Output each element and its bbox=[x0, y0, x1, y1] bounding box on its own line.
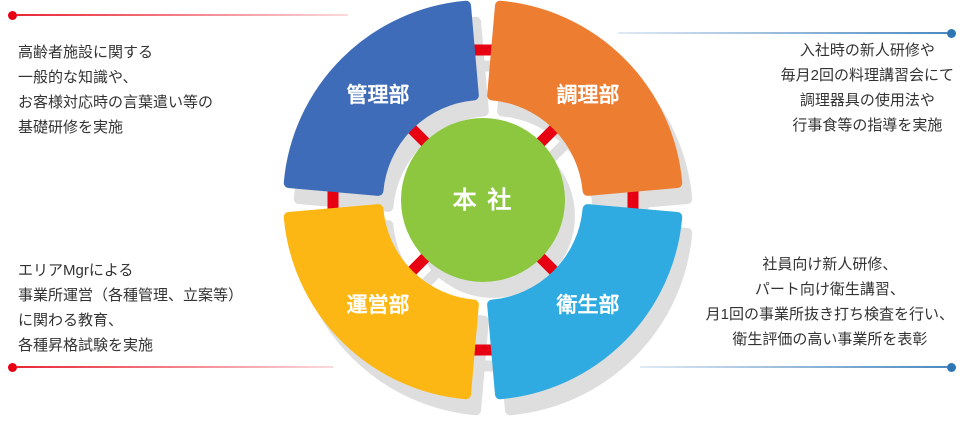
note-bottom-right: 社員向け新人研修、 パート向け衛生講習、 月1回の事業所抜き打ち検査を行い、 衛… bbox=[705, 256, 954, 348]
guide-line-top-left bbox=[17, 14, 348, 16]
guide-top-right bbox=[618, 28, 956, 38]
org-ring-diagram: 本 社 管理部 調理部 運営部 衛生部 bbox=[283, 0, 683, 400]
dept-label-uneibu: 運営部 bbox=[347, 293, 410, 317]
note-top-left: 高齢者施設に関する 一般的な知識や、 お客様対応時の言葉遣い等の 基礎研修を実施 bbox=[18, 44, 214, 136]
guide-line-top-right bbox=[618, 32, 947, 34]
quadrant-bottom-right bbox=[487, 204, 683, 400]
quadrant-top-left-shape bbox=[283, 0, 479, 196]
quadrant-top-right bbox=[487, 0, 683, 196]
quadrant-bottom-left-shape bbox=[283, 204, 479, 400]
center-circle bbox=[401, 118, 565, 282]
guide-top-left bbox=[8, 10, 348, 20]
dept-label-eiseibu: 衛生部 bbox=[556, 293, 620, 317]
guide-dot-bottom-right bbox=[947, 362, 956, 372]
dept-label-kanribu: 管理部 bbox=[347, 83, 410, 107]
quadrant-top-left bbox=[283, 0, 479, 196]
quadrant-bottom-right-shape bbox=[487, 204, 683, 400]
guide-bottom-right bbox=[640, 362, 956, 372]
guide-bottom-left bbox=[8, 362, 333, 372]
quadrant-top-right-shape bbox=[487, 0, 683, 196]
center-label: 本 社 bbox=[453, 186, 514, 214]
guide-line-bottom-left bbox=[17, 366, 333, 368]
dept-label-chouribu: 調理部 bbox=[557, 83, 620, 107]
note-bottom-left: エリアMgrによる 事業所運営（各種管理、立案等） に関わる教育、 各種昇格試験… bbox=[18, 262, 244, 354]
note-top-right: 入社時の新人研修や 毎月2回の料理講習会にて 調理器具の使用法や 行事食等の指導… bbox=[780, 42, 954, 134]
quadrant-bottom-left bbox=[283, 204, 479, 400]
guide-dot-top-right bbox=[947, 28, 956, 38]
guide-dot-bottom-left bbox=[8, 362, 17, 372]
guide-line-bottom-right bbox=[640, 366, 947, 368]
guide-dot-top-left bbox=[8, 10, 17, 20]
